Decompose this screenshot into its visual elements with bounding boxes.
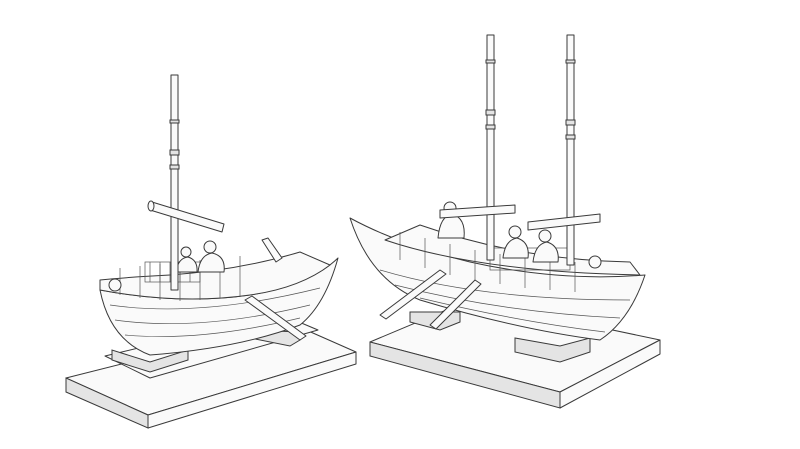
left-figures bbox=[108, 240, 225, 292]
left-hull bbox=[99, 237, 339, 356]
left-ship-model bbox=[65, 74, 357, 429]
right-display-base bbox=[369, 299, 661, 409]
right-cannon-rear bbox=[527, 213, 601, 231]
right-hull bbox=[349, 201, 646, 341]
right-oars bbox=[379, 269, 482, 330]
left-oars bbox=[244, 237, 307, 341]
right-figures bbox=[437, 201, 602, 269]
right-mast-front bbox=[439, 34, 516, 261]
right-ship-model bbox=[349, 34, 661, 409]
right-cannon-front bbox=[439, 204, 516, 219]
right-mast-rear bbox=[527, 34, 601, 266]
left-mast bbox=[147, 74, 225, 291]
left-cannon bbox=[147, 200, 225, 233]
